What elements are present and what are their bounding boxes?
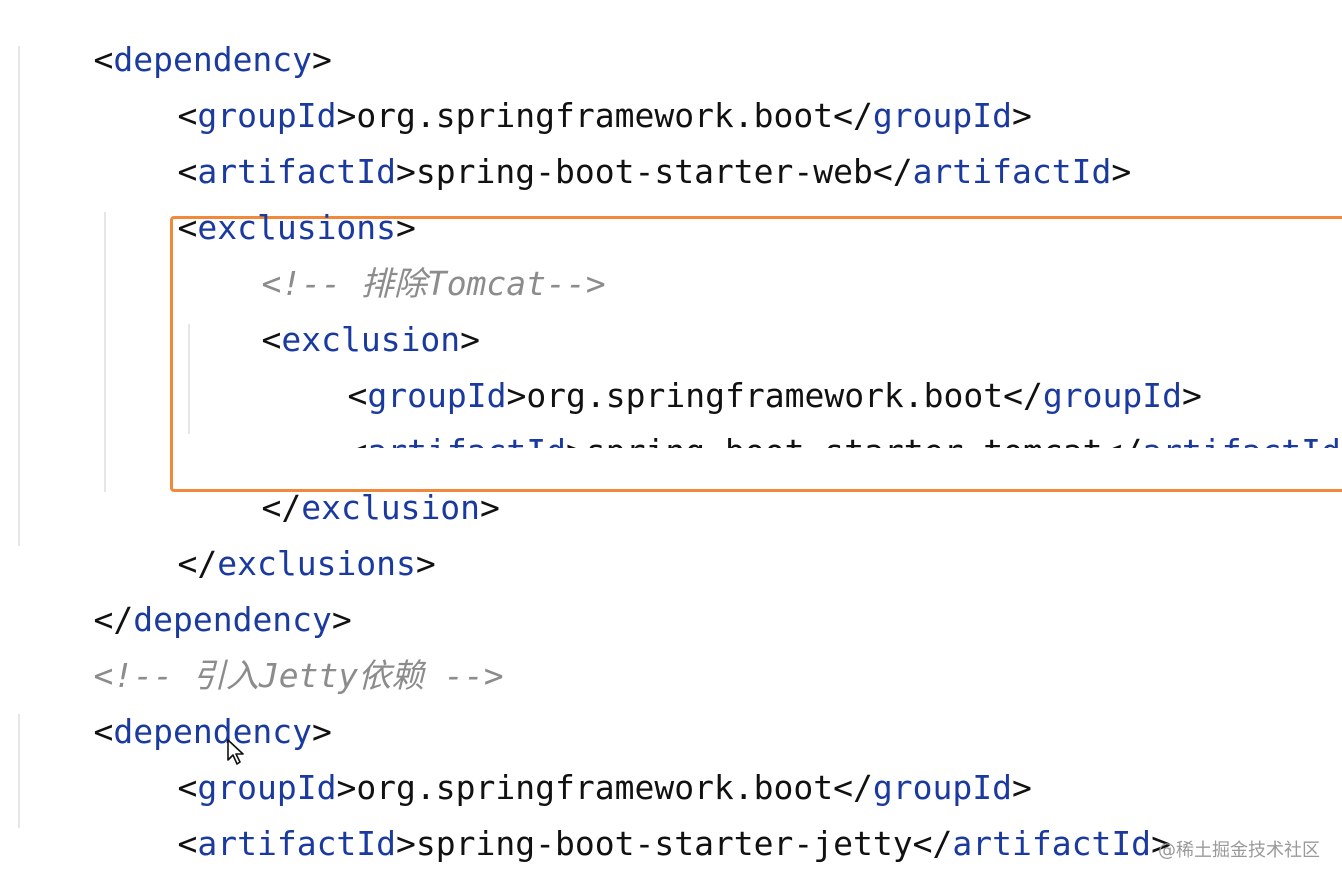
code-comment: <!-- 排除Tomcat--> (261, 264, 606, 303)
indent-guide (18, 714, 20, 828)
tag-open-bracket: < (177, 152, 198, 191)
tag-close-bracket: > (396, 824, 416, 863)
end-tag-open-bracket: </ (1003, 376, 1043, 415)
tag-name: artifactId (197, 824, 397, 863)
tag-name: dependency (113, 712, 313, 751)
tag-close-bracket: > (396, 152, 416, 191)
end-tag-name: groupId (872, 768, 1012, 807)
code-line[interactable]: <artifactId>spring-boot-starter-jetty</a… (98, 784, 1170, 863)
watermark-text: @稀土掘金技术社区 (1158, 840, 1320, 861)
end-tag-close-bracket: > (1011, 96, 1032, 135)
tag-open-bracket: </ (177, 544, 218, 583)
tag-name: dependency (113, 40, 313, 79)
end-tag-name: groupId (1042, 376, 1182, 415)
code-line[interactable]: <artifactId>spring-boot-starter-web</art… (98, 112, 1131, 191)
tag-close-bracket: > (506, 376, 527, 415)
tag-close-bracket: > (336, 768, 357, 807)
tag-open-bracket: </ (93, 600, 134, 639)
tag-close-bracket: > (331, 600, 352, 639)
tag-name: exclusions (217, 544, 416, 583)
end-tag-open-bracket: </ (912, 824, 953, 863)
end-tag-name: groupId (872, 96, 1012, 135)
indent-guide (188, 324, 190, 434)
tag-open-bracket: < (177, 768, 198, 807)
tag-open-bracket: < (347, 376, 368, 415)
code-line[interactable]: <exclusions> (98, 168, 415, 247)
tag-name: exclusion (281, 320, 461, 359)
code-line[interactable]: <dependency> (14, 0, 331, 79)
end-tag-name: artifactId (952, 824, 1152, 863)
tag-close-bracket: > (480, 488, 500, 527)
end-tag-close-bracket: > (1151, 824, 1171, 863)
code-comment: <!-- 引入Jetty依赖 --> (93, 656, 504, 695)
tag-content: org.springframework.boot (356, 768, 834, 807)
end-tag-open-bracket: </ (833, 768, 873, 807)
tag-open-bracket: < (93, 712, 114, 751)
tag-open-bracket: </ (261, 488, 302, 527)
code-line[interactable]: <dependency> (14, 672, 331, 751)
tag-content: spring-boot-starter-tomcat (586, 432, 1103, 448)
code-line[interactable]: <groupId>org.springframework.boot</group… (98, 56, 1031, 135)
code-line[interactable]: <!-- 引入Jetty依赖 --> (14, 616, 503, 695)
exclusion-highlight-box (170, 216, 1342, 492)
tag-close-bracket: > (312, 712, 332, 751)
end-tag-open-bracket: </ (1102, 432, 1142, 448)
code-line[interactable]: </dependency> (14, 840, 352, 884)
code-line[interactable]: </exclusion> (182, 448, 499, 527)
tag-open-bracket: < (177, 824, 198, 863)
tag-name: exclusion (301, 488, 481, 527)
tag-close-bracket: > (415, 544, 436, 583)
tag-content: org.springframework.boot (526, 376, 1004, 415)
tag-open-bracket: < (177, 208, 198, 247)
tag-name: dependency (133, 600, 332, 639)
tag-close-bracket: > (332, 880, 352, 884)
tag-content: org.springframework.boot (356, 96, 834, 135)
code-line[interactable]: <artifactId>spring-boot-starter-tomcat</… (268, 392, 1342, 448)
tag-close-bracket: > (566, 432, 586, 448)
end-tag-open-bracket: </ (833, 96, 873, 135)
text-cursor-arrow-icon (227, 739, 244, 765)
tag-close-bracket: > (460, 320, 481, 359)
tag-open-bracket: < (177, 96, 198, 135)
end-tag-close-bracket: > (1341, 432, 1342, 448)
tag-content: spring-boot-starter-jetty (415, 824, 913, 863)
indent-guide (104, 212, 106, 492)
tag-name: dependency (133, 880, 332, 884)
code-line[interactable]: </exclusions> (98, 504, 435, 583)
tag-name: artifactId (197, 152, 397, 191)
code-line[interactable]: <!-- 排除Tomcat--> (182, 224, 605, 303)
end-tag-close-bracket: > (1111, 152, 1132, 191)
end-tag-name: artifactId (912, 152, 1112, 191)
code-line[interactable]: </dependency> (14, 560, 351, 639)
tag-close-bracket: > (396, 208, 416, 247)
end-tag-close-bracket: > (1181, 376, 1202, 415)
tag-open-bracket: </ (93, 880, 133, 884)
tag-open-bracket: < (347, 432, 367, 448)
indent-guide (18, 46, 20, 546)
code-line[interactable]: <exclusion> (182, 280, 480, 359)
tag-close-bracket: > (336, 96, 357, 135)
end-tag-open-bracket: </ (872, 152, 913, 191)
tag-open-bracket: < (93, 40, 114, 79)
code-line[interactable]: <groupId>org.springframework.boot</group… (268, 336, 1201, 415)
tag-name: groupId (367, 376, 507, 415)
tag-name: artifactId (367, 432, 566, 448)
tag-name: groupId (197, 96, 337, 135)
end-tag-close-bracket: > (1011, 768, 1032, 807)
code-line[interactable]: <groupId>org.springframework.boot</group… (98, 728, 1031, 807)
tag-close-bracket: > (312, 40, 332, 79)
tag-open-bracket: < (261, 320, 282, 359)
tag-name: exclusions (197, 208, 397, 247)
tag-content: spring-boot-starter-web (415, 152, 873, 191)
end-tag-name: artifactId (1142, 432, 1341, 448)
tag-name: groupId (197, 768, 337, 807)
